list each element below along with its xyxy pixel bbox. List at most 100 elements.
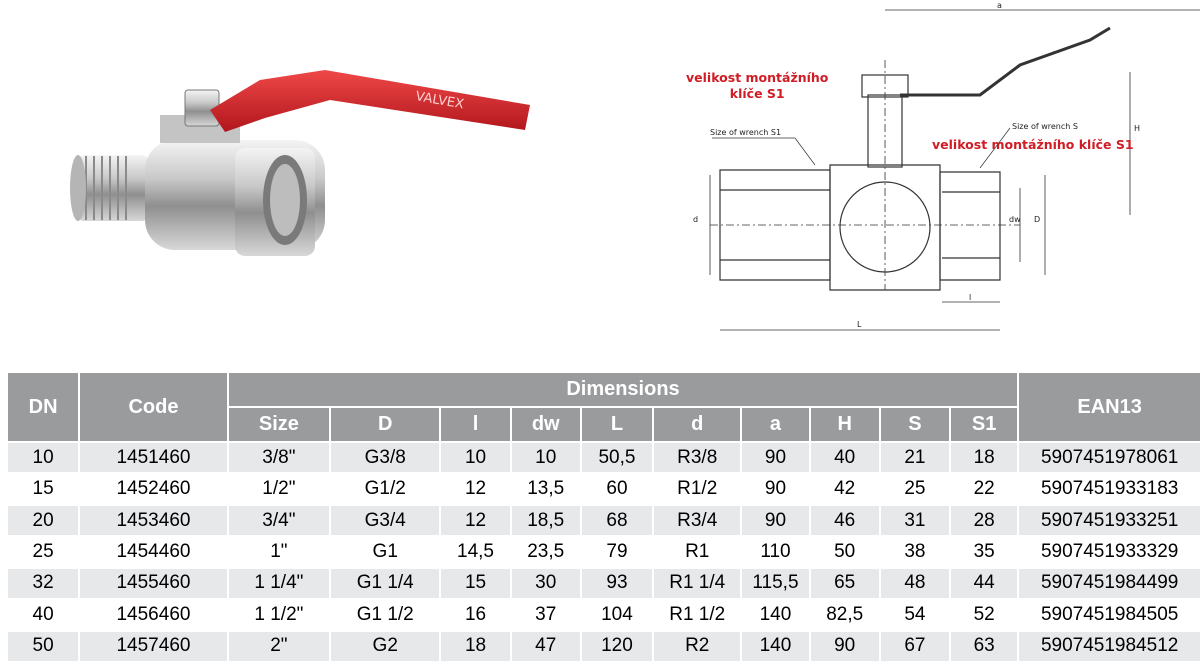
table-cell: 1451460	[80, 443, 227, 473]
table-cell: 1457460	[80, 631, 227, 661]
drawing-center-body	[829, 164, 941, 291]
table-cell: 5907451984505	[1019, 600, 1200, 630]
table-cell: R3/8	[654, 443, 741, 473]
header-d-upper: D	[331, 408, 440, 441]
table-cell: 22	[951, 474, 1018, 504]
table-cell: 44	[951, 568, 1018, 599]
red-lever	[210, 70, 530, 132]
table-cell: 46	[810, 505, 879, 536]
table-cell: 5907451933183	[1019, 474, 1200, 504]
table-cell: 10	[8, 443, 79, 473]
table-cell: 93	[581, 568, 653, 599]
table-cell: 23,5	[511, 537, 580, 567]
drawing-label-big-l: L	[857, 320, 862, 329]
table-cell: 90	[742, 443, 809, 473]
table-cell: 50	[8, 631, 79, 661]
table-cell: G2	[331, 631, 440, 661]
table-cell: 90	[810, 631, 879, 661]
table-cell: 30	[511, 568, 580, 599]
table-cell: 48	[880, 568, 950, 599]
table-cell: 120	[581, 631, 653, 661]
table-cell: 1452460	[80, 474, 227, 504]
table-cell: 3/8"	[228, 443, 330, 473]
table-cell: 31	[880, 505, 950, 536]
table-cell: R1	[654, 537, 741, 567]
header-d-lower: d	[654, 408, 741, 441]
table-cell: G3/4	[331, 505, 440, 536]
table-cell: 5907451984512	[1019, 631, 1200, 661]
table-cell: G1 1/2	[331, 600, 440, 630]
table-cell: R1 1/4	[654, 568, 741, 599]
table-cell: R1/2	[654, 474, 741, 504]
table-cell: 12	[441, 474, 510, 504]
table-cell: 79	[581, 537, 653, 567]
table-cell: 25	[880, 474, 950, 504]
table-cell: 1"	[228, 537, 330, 567]
table-cell: 110	[742, 537, 809, 567]
table-cell: 1/2"	[228, 474, 330, 504]
drawing-label-d: d	[693, 215, 699, 224]
table-cell: 1455460	[80, 568, 227, 599]
dimensions-table: DN Code Dimensions EAN13 Size D l dw L d…	[6, 371, 1202, 663]
table-cell: 18	[951, 443, 1018, 473]
table-cell: 16	[441, 600, 510, 630]
table-cell: 50	[810, 537, 879, 567]
header-code: Code	[80, 373, 227, 441]
header-dimensions: Dimensions	[228, 373, 1018, 406]
table-cell: 90	[742, 505, 809, 536]
table-cell: 5907451933329	[1019, 537, 1200, 567]
table-cell: 1 1/4"	[228, 568, 330, 599]
table-cell: R1 1/2	[654, 600, 741, 630]
header-s: S	[880, 408, 950, 441]
drawing-label-dw: dw	[1009, 215, 1021, 224]
table-cell: 1454460	[80, 537, 227, 567]
header-size: Size	[228, 408, 330, 441]
table-cell: 32	[8, 568, 79, 599]
table-cell: 50,5	[581, 443, 653, 473]
table-cell: 115,5	[742, 568, 809, 599]
annotation-wrench-s1-right: velikost montážního klíče S1	[932, 137, 1134, 152]
table-cell: 104	[581, 600, 653, 630]
table-cell: R3/4	[654, 505, 741, 536]
annotation-wrench-s1-left: velikost montážního klíče S1	[686, 70, 828, 102]
table-cell: 10	[511, 443, 580, 473]
table-cell: G1 1/4	[331, 568, 440, 599]
drawing-label-wrench-s1: Size of wrench S1	[710, 128, 782, 137]
table-cell: 65	[810, 568, 879, 599]
table-cell: 5907451984499	[1019, 568, 1200, 599]
table-cell: 47	[511, 631, 580, 661]
table-cell: G1	[331, 537, 440, 567]
header-dn: DN	[8, 373, 79, 441]
header-ean13: EAN13	[1019, 373, 1200, 441]
header-a: a	[742, 408, 809, 441]
table-cell: 67	[880, 631, 950, 661]
table-cell: 52	[951, 600, 1018, 630]
header-l-upper: L	[581, 408, 653, 441]
table-cell: 38	[880, 537, 950, 567]
ball-valve-photo: VALVEX	[70, 70, 530, 256]
table-cell: 2"	[228, 631, 330, 661]
table-cell: 60	[581, 474, 653, 504]
table-cell: 15	[441, 568, 510, 599]
table-cell: 3/4"	[228, 505, 330, 536]
drawing-label-a: a	[997, 1, 1002, 10]
table-cell: 12	[441, 505, 510, 536]
table-cell: 40	[8, 600, 79, 630]
table-cell: G3/8	[331, 443, 440, 473]
drawing-label-wrench-s: Size of wrench S	[1012, 122, 1078, 131]
male-thread-end	[78, 155, 148, 221]
table-cell: 35	[951, 537, 1018, 567]
annotation-line-1: velikost montážního	[686, 70, 829, 85]
table-cell: 140	[742, 631, 809, 661]
table-cell: 18,5	[511, 505, 580, 536]
table-cell: 5907451978061	[1019, 443, 1200, 473]
table-cell: 40	[810, 443, 879, 473]
header-h: H	[810, 408, 879, 441]
table-cell: 1 1/2"	[228, 600, 330, 630]
table-cell: 54	[880, 600, 950, 630]
